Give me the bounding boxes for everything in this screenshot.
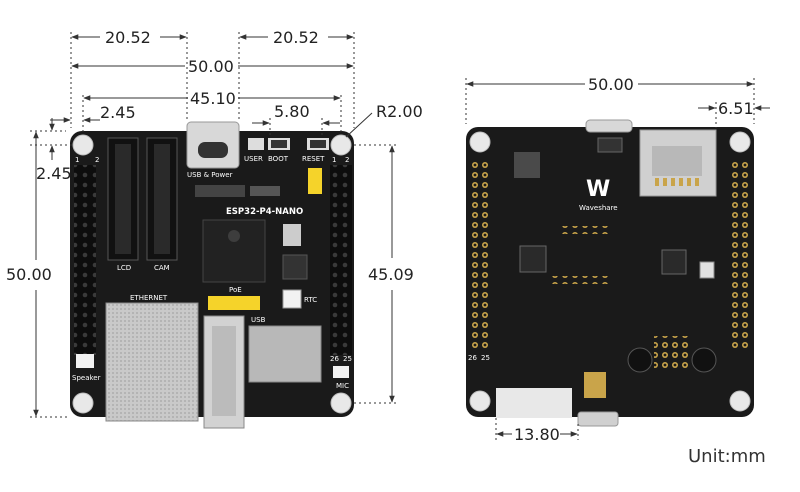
brand-label: Waveshare [579,204,618,212]
dim-hole-spacing-width: 45.10 [190,89,236,108]
back-speaker-pad-left [627,347,653,373]
boot-label: BOOT [268,155,289,163]
back-hole-bottom-left [469,390,491,412]
poe-label: PoE [229,286,242,294]
left-pin-header [74,165,96,355]
board-title: ESP32-P4-NANO [226,207,303,217]
back-right-pins [732,160,752,350]
mounting-hole-bottom-left [72,392,94,414]
dim-hole-offset-y: 2.45 [36,164,72,183]
back-pin-label-25: 25 [481,354,490,362]
wifi-module [248,325,322,383]
user-label: USER [244,155,263,163]
dim-front-total-height: 50.00 [6,265,52,284]
dim-front-total-width: 50.00 [188,57,234,76]
yellow-jumper-header [308,168,322,194]
back-hole-bottom-right [729,390,751,412]
poe-header [208,296,260,310]
mic-connector [333,366,349,378]
rtc-label: RTC [304,296,317,304]
user-button [248,138,264,150]
speaker-label: Speaker [72,374,101,382]
dim-corner-radius: R2.00 [376,102,423,121]
back-pin-label-26: 26 [468,354,477,362]
usb-a-label: USB [251,316,266,324]
back-board: 26 25 W Waveshare [466,119,754,427]
back-usb-c [585,119,633,133]
back-usb-a-stub [577,411,619,427]
unit-label: Unit:mm [688,446,766,467]
dim-hole-spacing-height: 45.09 [368,265,414,284]
back-label-sticker [496,388,572,418]
lcd-label: LCD [117,264,131,272]
back-left-pins [468,160,488,350]
back-speaker-pad-right [691,347,717,373]
dim-top-right-width: 20.52 [273,28,319,47]
dim-top-left-width: 20.52 [105,28,151,47]
mic-label: MIC [336,382,349,390]
back-hole-top-left [469,131,491,153]
mounting-hole-top-right [330,134,352,156]
dim-button-spacing: 5.80 [274,102,310,121]
pin-label-right-1: 1 [332,156,336,164]
esp32-p4-chip [202,219,266,283]
back-inductor [514,152,540,178]
ethernet-jack [105,302,199,422]
back-dimensions: 50.00 6.51 13.80 [465,75,770,444]
mounting-hole-top-left [72,134,94,156]
pin-label-left-2: 2 [95,156,99,164]
front-dimensions: 20.52 20.52 50.00 45.10 2.45 5.80 R2.00 … [6,28,423,418]
usb-power-label: USB & Power [187,171,233,179]
dim-back-total-width: 50.00 [588,75,634,94]
waveshare-logo-mark: W [586,177,610,202]
back-hole-top-right [729,131,751,153]
pin-label-right-25: 25 [343,355,352,363]
pin-label-right-2: 2 [345,156,349,164]
dim-hole-offset-x: 2.45 [100,103,136,122]
front-board: 2 1 1 2 26 25 LCD CAM USB & Power USER B… [70,121,354,429]
mounting-hole-bottom-right [330,392,352,414]
right-pin-header [330,165,352,355]
ethernet-label: ETHERNET [130,294,168,302]
dim-back-usb-offset: 13.80 [514,425,560,444]
cam-label: CAM [154,264,170,272]
inductor [283,224,301,246]
rtc-connector [282,289,302,309]
dim-back-sd-offset: 6.51 [718,99,754,118]
reset-label: RESET [302,155,325,163]
speaker-connector [76,354,94,368]
pin-label-right-26: 26 [330,355,339,363]
pin-label-left-1: 1 [75,156,79,164]
